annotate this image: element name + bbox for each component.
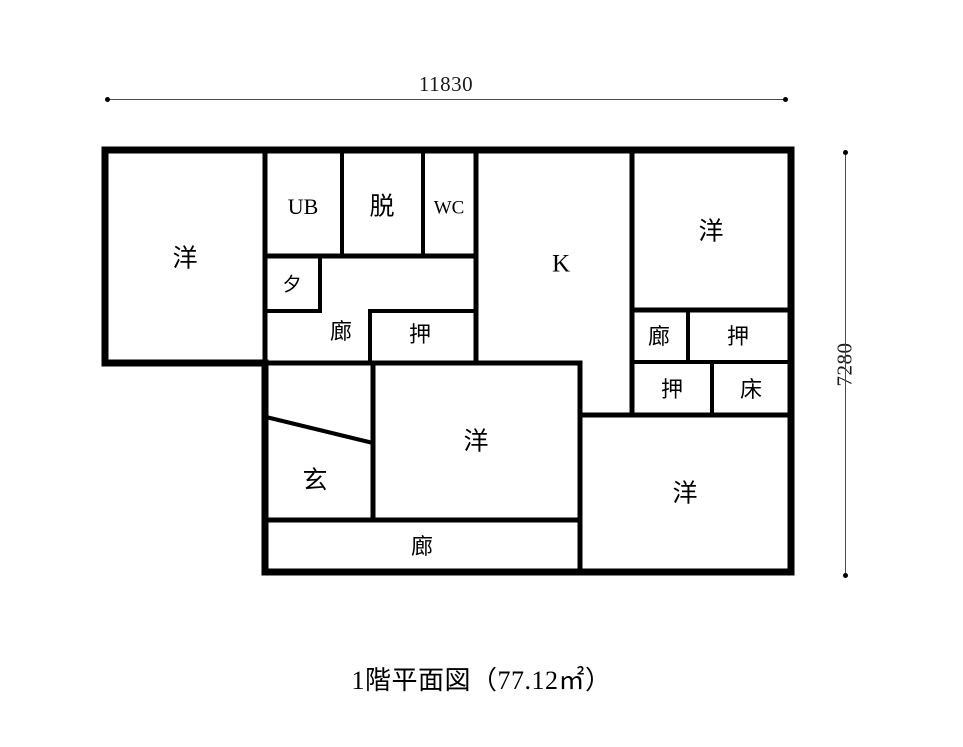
room-label-bedroom-top-left: 洋 [172,245,198,273]
interior-walls-major [262,147,794,575]
room-label-hallway-upper: 廊 [329,319,353,344]
room-label-hallway-right: 廊 [647,324,671,349]
room-label-closet-right-lower: 押 [660,377,684,402]
room-label-kitchen: K [551,250,571,278]
dimension-label-width: 11830 [418,72,474,96]
dimension-endpoint-top [843,150,848,155]
dimension-endpoint-left [105,97,110,102]
room-label-dressing-room: 脱 [369,193,395,221]
room-label-entrance: 玄 [302,467,328,495]
entrance-step-line [265,415,374,445]
dimension-endpoint-bottom [843,573,848,578]
room-label-toilet: WC [433,197,465,219]
dimension-line-width [107,99,786,100]
room-label-closet-right-upper: 押 [726,324,750,349]
room-label-bedroom-bottom-right: 洋 [672,480,698,508]
room-label-unit-bath: UB [287,194,319,219]
room-label-alcove-tokonoma: 床 [739,377,763,402]
room-label-closet-upper-left: 押 [408,322,432,347]
room-label-bedroom-center: 洋 [463,428,489,456]
room-label-utility: 夕 [282,274,302,296]
plan-caption: 1階平面図（77.12㎡） [351,666,612,695]
dimension-endpoint-right [783,97,788,102]
interior-walls-minor [263,148,793,417]
room-label-hallway-bottom: 廊 [410,534,434,559]
dimension-line-height [845,152,846,575]
room-label-bedroom-top-right: 洋 [698,218,724,246]
